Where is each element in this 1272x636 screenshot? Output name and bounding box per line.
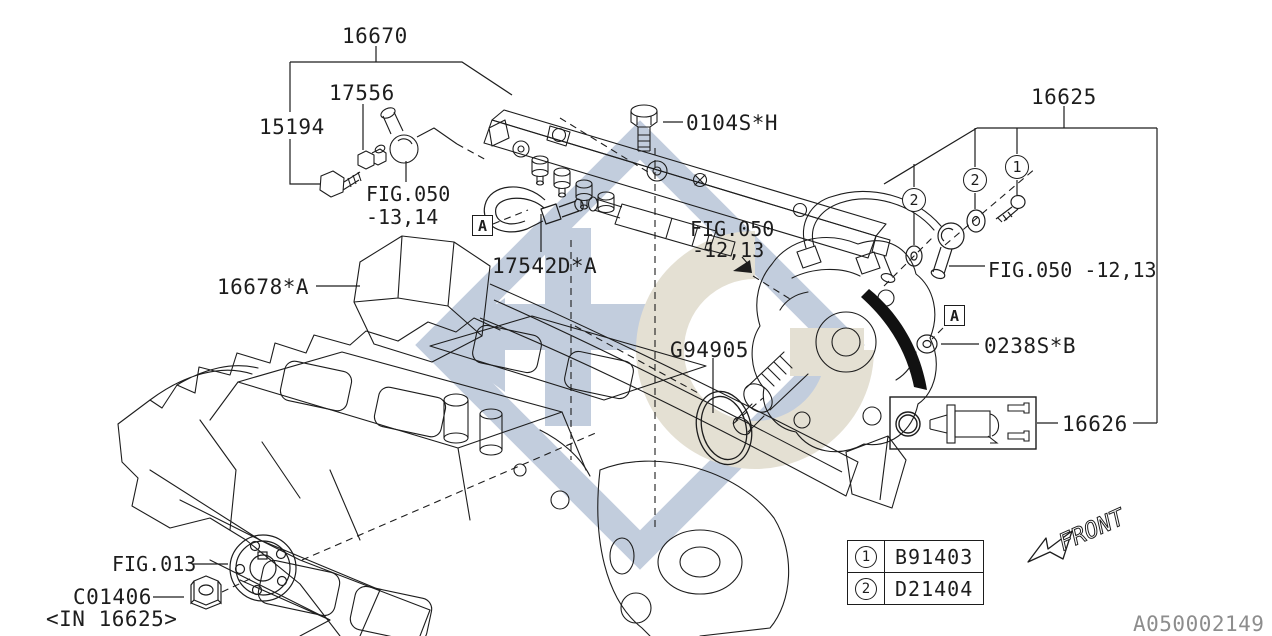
fuel-rail-drawing — [483, 109, 896, 283]
dashed-lines — [221, 117, 1037, 593]
view-letter-a-pump: A — [944, 305, 965, 326]
legend-part-number: B91403 — [895, 544, 974, 569]
legend-callout-1: 1 — [855, 545, 877, 568]
label-fig050-1213-line2: -12,13 — [692, 238, 765, 262]
drawing-number: A050002149 — [1133, 612, 1265, 636]
leader-lines — [153, 46, 1158, 598]
sprocket-fig013-drawing — [229, 534, 297, 602]
label-pump-nut: C01406 — [73, 585, 152, 609]
direction-swoosh — [861, 289, 927, 390]
injector-drawing — [587, 160, 736, 257]
front-direction-indicator: FRONT — [1027, 504, 1130, 563]
label-damper-bolt: 15194 — [259, 115, 325, 139]
label-o-ring: G94905 — [670, 338, 749, 362]
nut-c01406-drawing — [190, 575, 222, 610]
hose-17542-drawing — [483, 186, 584, 233]
front-label: FRONT — [1055, 504, 1130, 556]
pump-hardware-drawing — [905, 194, 1026, 354]
label-pulsation-damper: 17556 — [329, 81, 395, 105]
callout-number-1: 1 — [1005, 155, 1029, 179]
suction-valve-box — [889, 396, 1037, 450]
label-fig050-1213-line1: FIG.050 — [690, 217, 775, 241]
bracket-16678-drawing — [353, 235, 907, 509]
legend-row: 2 D21404 — [848, 572, 984, 604]
legend-callout-2: 2 — [855, 577, 877, 600]
callout-number-2-right: 2 — [963, 168, 987, 192]
label-fuel-rail-assembly: 16670 — [342, 24, 408, 48]
o-ring-drawing — [695, 390, 753, 466]
legend-row: 1 B91403 — [848, 541, 983, 572]
watermark-logo — [415, 120, 874, 570]
label-manifold-bracket: 16678*A — [217, 275, 310, 299]
legend-table: 1 B91403 2 D21404 — [847, 540, 985, 605]
label-fig050-1314-line2: -13,14 — [366, 205, 439, 229]
label-suction-valve: 16626 — [1062, 412, 1128, 436]
damper-group-drawing — [319, 107, 458, 198]
label-pump-washer: 0238S*B — [984, 334, 1077, 358]
label-fuel-pump-assembly: 16625 — [1031, 85, 1097, 109]
bolt-0104-drawing — [630, 104, 658, 152]
view-letter-a-hose: A — [472, 215, 493, 236]
label-rail-bolt: 0104S*H — [686, 111, 779, 135]
legend-part-number: D21404 — [895, 576, 974, 601]
label-pump-nut-note: <IN 16625> — [46, 607, 178, 631]
feed-pipe-drawing — [930, 222, 965, 280]
fig050-arrowhead — [733, 260, 752, 273]
label-fig050-1314-line1: FIG.050 — [366, 182, 451, 206]
callout-number-2-left: 2 — [902, 188, 926, 212]
label-fuel-hose: 17542D*A — [492, 254, 598, 278]
label-fig013: FIG.013 — [112, 552, 197, 576]
legend-symbol-cell: 2 — [848, 573, 885, 604]
legend-symbol-cell: 1 — [848, 541, 885, 572]
label-fig050-1213-inline: FIG.050 -12,13 — [988, 258, 1157, 282]
engine-block-drawing — [117, 315, 790, 636]
